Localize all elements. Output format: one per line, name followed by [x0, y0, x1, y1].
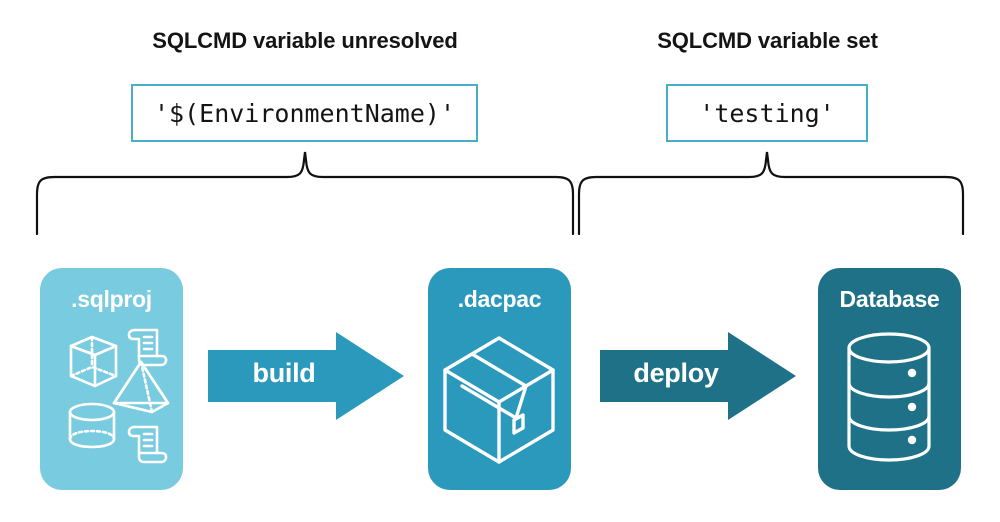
stage-box-sqlproj: .sqlproj	[40, 268, 183, 490]
brace-group	[35, 151, 965, 236]
arrow-deploy: deploy	[600, 330, 800, 422]
section-title-left: SQLCMD variable unresolved	[152, 28, 458, 53]
project-objects-icon	[68, 328, 170, 464]
stage-box-dacpac: .dacpac	[428, 268, 571, 490]
code-box-unresolved-variable: '$(EnvironmentName)'	[131, 84, 478, 142]
section-title-right: SQLCMD variable set	[657, 28, 878, 53]
code-box-set-variable: 'testing'	[666, 84, 868, 142]
brace-left-icon	[35, 151, 575, 236]
stage-label-database: Database	[839, 286, 940, 312]
package-box-icon	[443, 336, 555, 464]
stage-label-sqlproj: .sqlproj	[71, 286, 152, 312]
arrow-build: build	[208, 330, 408, 422]
arrow-build-shape	[208, 332, 404, 420]
arrow-deploy-shape	[600, 332, 796, 420]
arrow-build-path	[208, 332, 404, 420]
brace-right-icon	[577, 151, 965, 236]
database-cylinder-icon	[847, 332, 931, 462]
stage-box-database: Database	[818, 268, 961, 490]
stage-label-dacpac: .dacpac	[457, 286, 542, 312]
arrow-deploy-path	[600, 332, 796, 420]
